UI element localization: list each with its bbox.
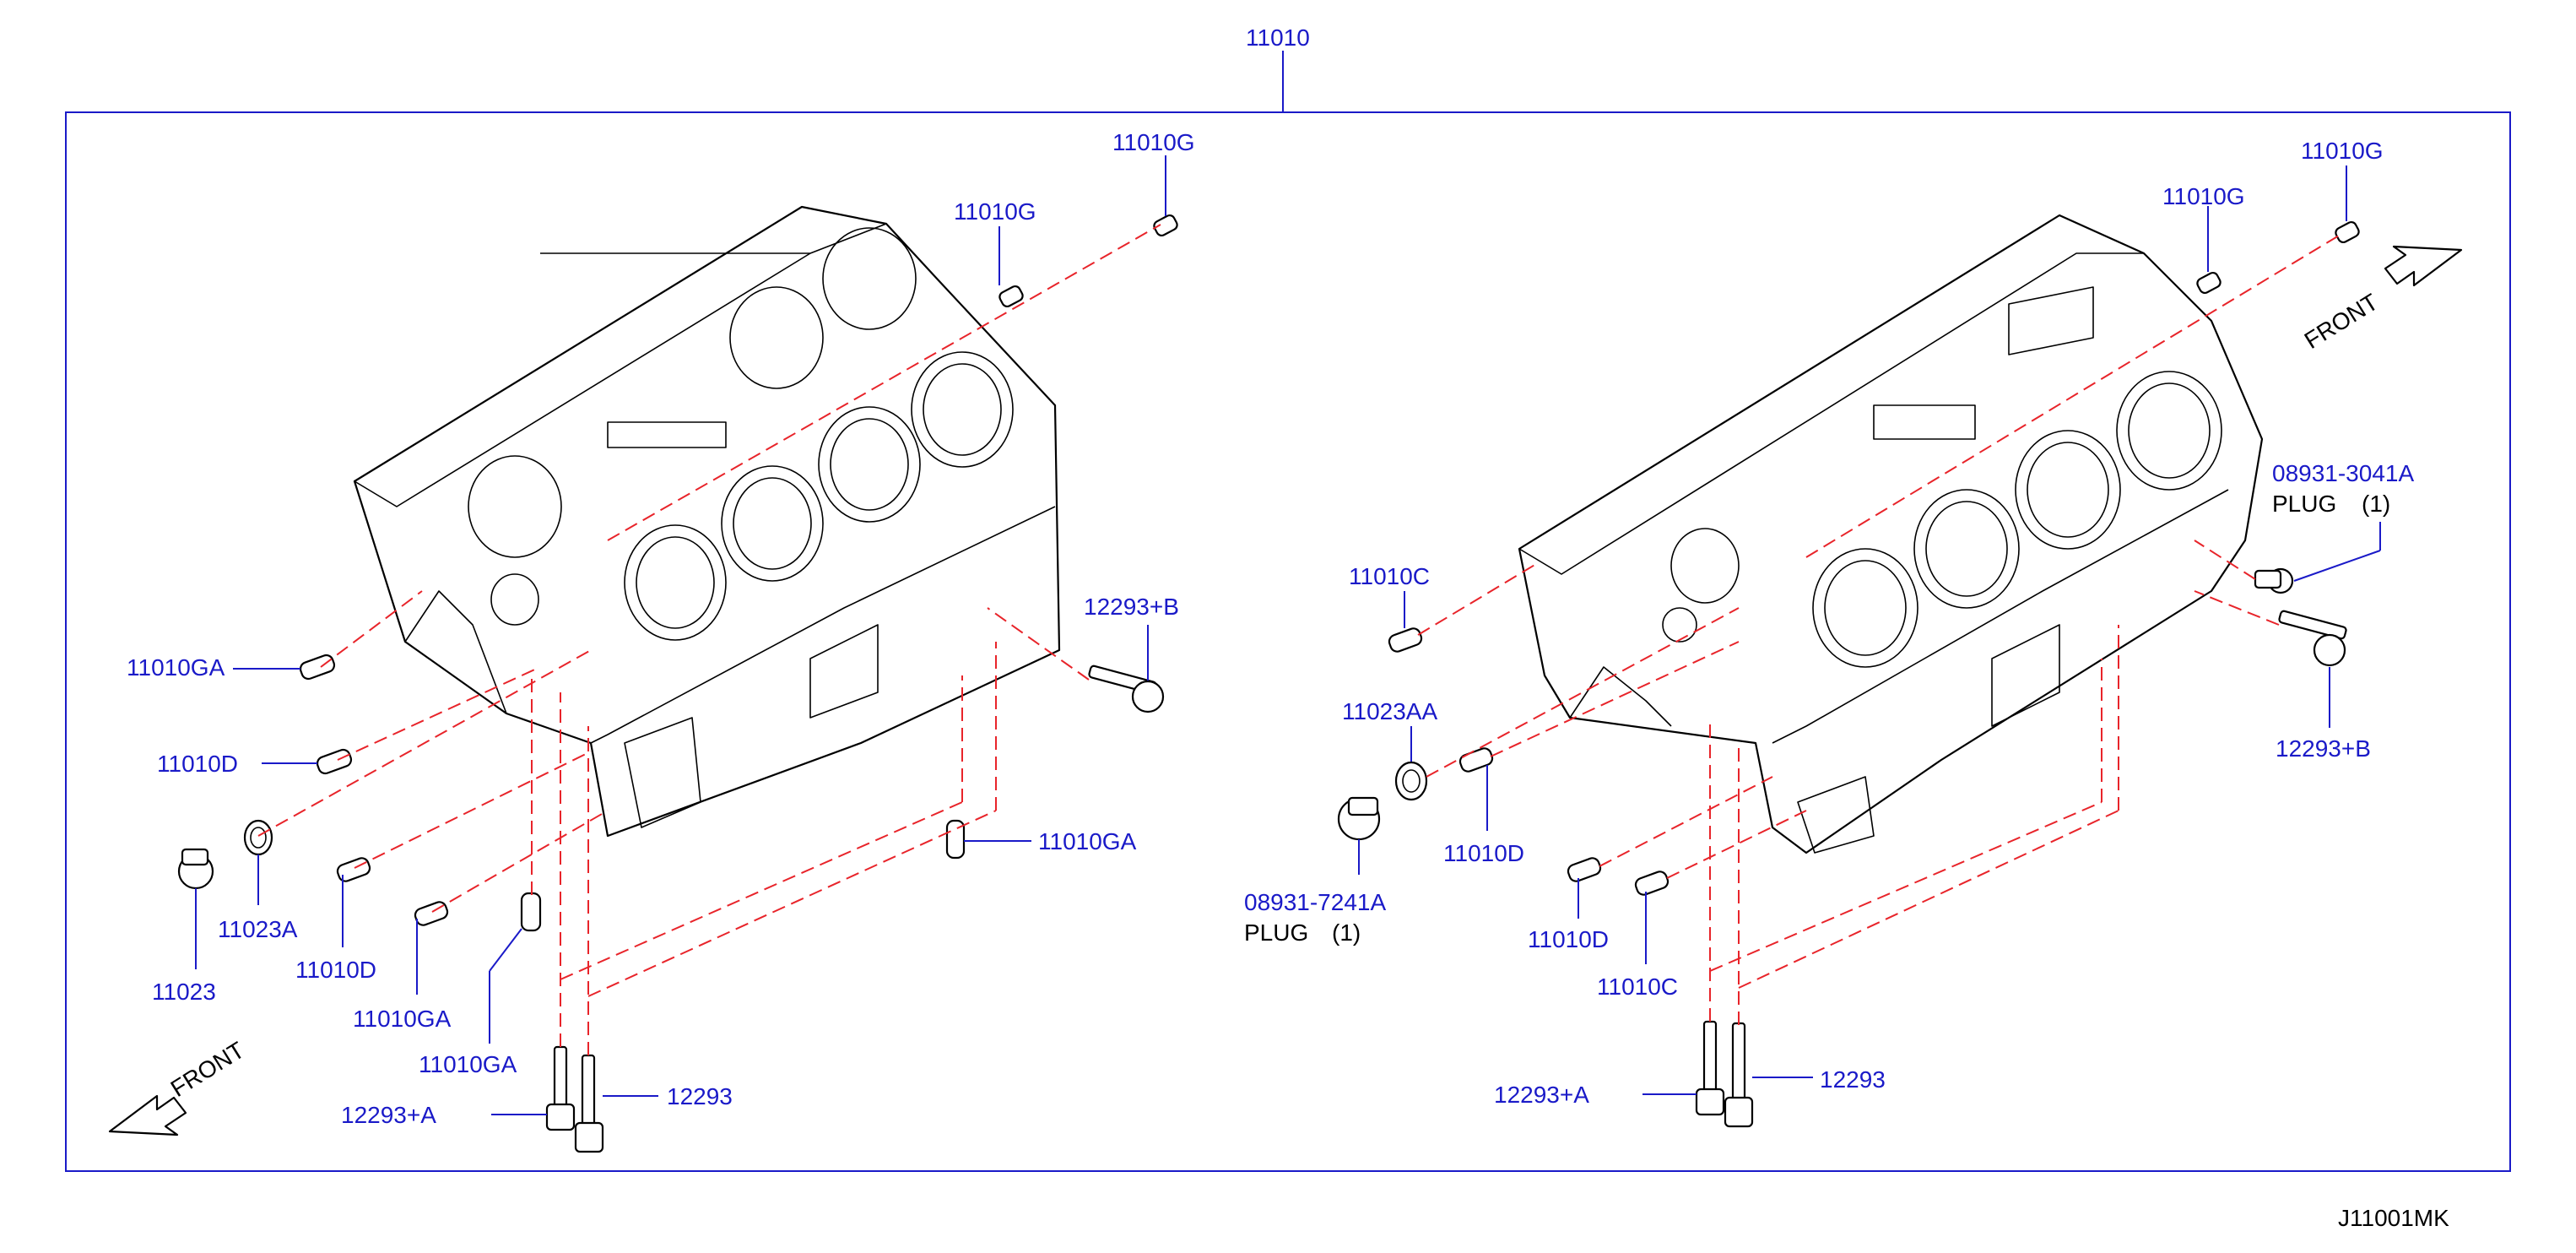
- right-label-12293-b[interactable]: 12293+B: [2276, 735, 2371, 762]
- assembly-frame: [65, 111, 2511, 1172]
- left-label-11023[interactable]: 11023: [152, 979, 216, 1005]
- front-arrow-icon: [108, 1094, 187, 1136]
- right-dowels: [1337, 220, 2360, 1128]
- right-label-11010c-lower[interactable]: 11010C: [1597, 974, 1678, 1000]
- right-label-plug2-qty: (1): [1332, 919, 1361, 946]
- left-label-11010ga-bottom2[interactable]: 11010GA: [419, 1051, 517, 1077]
- right-labels: 11010G 11010G 08931-3041A PLUG (1) 12293…: [1244, 138, 2414, 1108]
- right-label-12293-a[interactable]: 12293+A: [1494, 1082, 1589, 1108]
- left-label-11010ga-bottom1[interactable]: 11010GA: [353, 1006, 452, 1032]
- left-label-11010g-mid[interactable]: 11010G: [954, 198, 1036, 225]
- left-label-12293-a[interactable]: 12293+A: [341, 1102, 436, 1128]
- left-cylinder-block: [353, 205, 1061, 838]
- right-label-12293[interactable]: 12293: [1820, 1066, 1886, 1093]
- right-label-plug1-qty: (1): [2362, 491, 2390, 517]
- right-cylinder-block: [1518, 214, 2264, 854]
- drawing-code: J11001MK: [2338, 1205, 2449, 1231]
- left-label-11010ga-right[interactable]: 11010GA: [1038, 828, 1137, 854]
- right-front-label: FRONT: [2300, 289, 2383, 354]
- right-label-11023aa[interactable]: 11023AA: [1342, 698, 1437, 724]
- right-label-11010c-upper[interactable]: 11010C: [1349, 563, 1430, 589]
- left-label-11010ga[interactable]: 11010GA: [127, 654, 225, 681]
- right-alignment-lines: [1417, 232, 2344, 1025]
- left-alignment-lines: [257, 224, 1161, 1055]
- assembly-label[interactable]: 11010: [1246, 24, 1310, 51]
- right-label-plug1-name: PLUG: [2272, 491, 2336, 517]
- right-label-11010d-lower[interactable]: 11010D: [1528, 926, 1609, 952]
- left-labels: 11010G 11010G 11010GA 11010D 11023A 1102…: [127, 129, 1195, 1128]
- right-label-11010g-top[interactable]: 11010G: [2301, 138, 2384, 164]
- right-label-11010g-mid[interactable]: 11010G: [2162, 183, 2245, 209]
- right-label-plug1-part[interactable]: 08931-3041A: [2272, 460, 2414, 486]
- front-arrow-icon: [2384, 245, 2463, 287]
- left-label-12293[interactable]: 12293: [667, 1083, 733, 1109]
- right-label-plug2-part[interactable]: 08931-7241A: [1244, 889, 1386, 915]
- left-label-11010d-bottom[interactable]: 11010D: [295, 957, 376, 983]
- right-label-plug2-name: PLUG: [1244, 919, 1308, 946]
- left-label-11010d[interactable]: 11010D: [157, 751, 238, 777]
- left-front-label: FRONT: [166, 1037, 249, 1102]
- right-label-11010d-mid[interactable]: 11010D: [1443, 840, 1524, 866]
- left-label-11023a[interactable]: 11023A: [218, 916, 298, 942]
- left-label-11010g-top[interactable]: 11010G: [1112, 129, 1195, 155]
- left-label-12293-b[interactable]: 12293+B: [1084, 594, 1179, 620]
